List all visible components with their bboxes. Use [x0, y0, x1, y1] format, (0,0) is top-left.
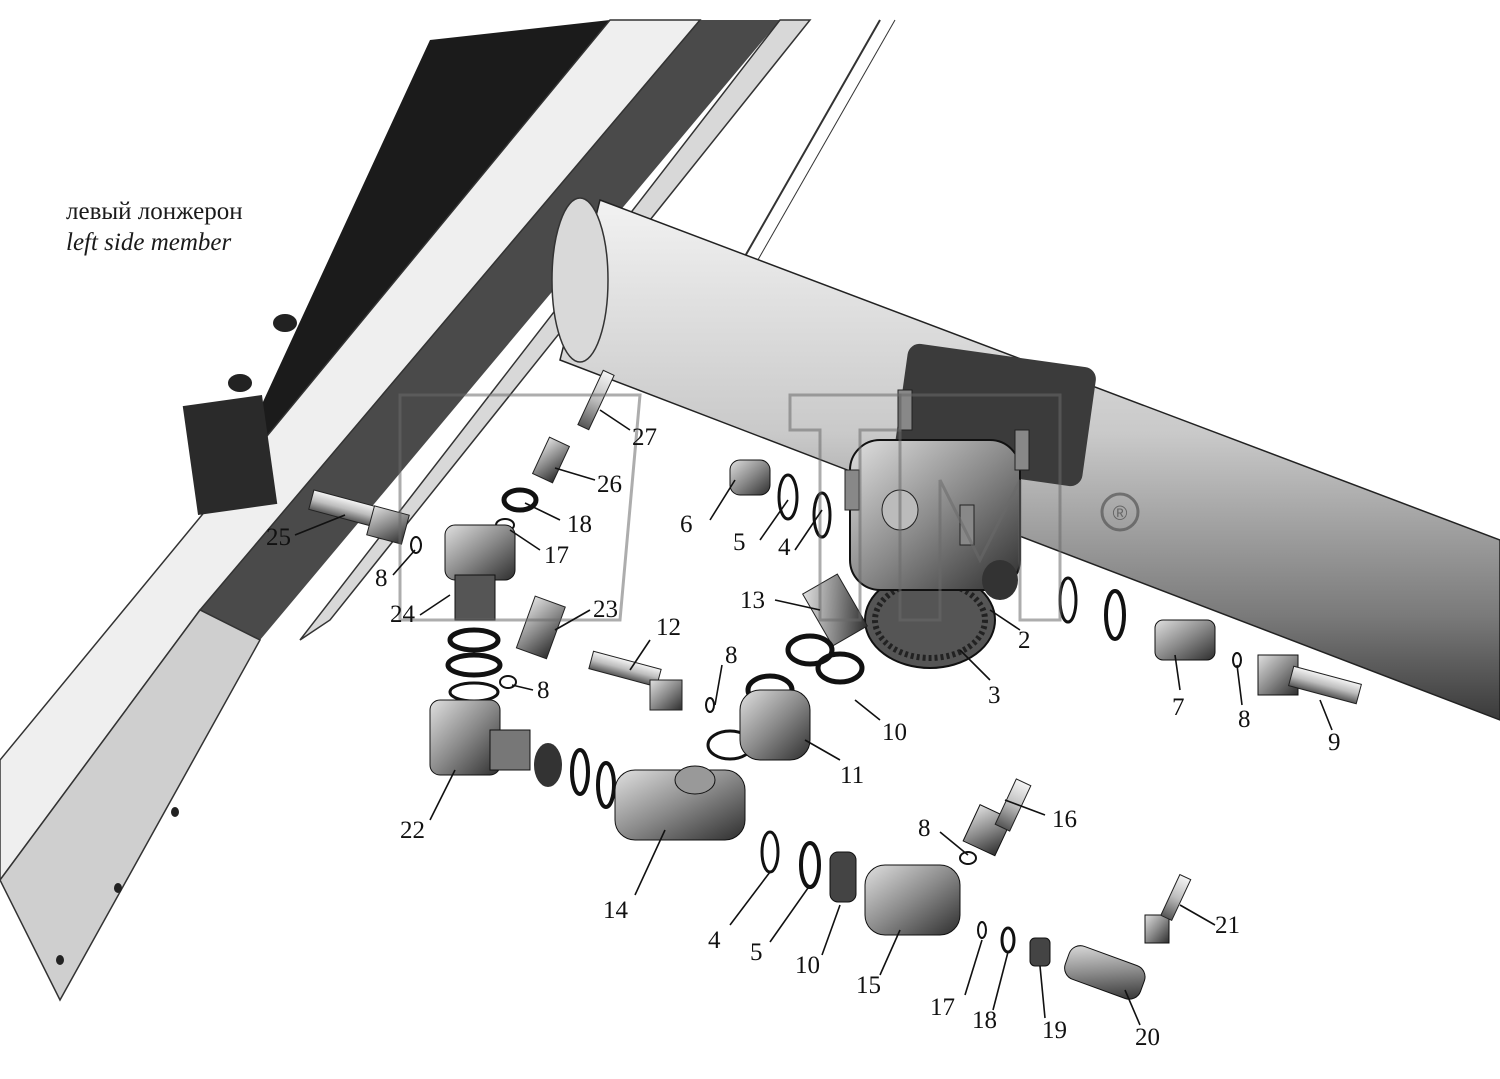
callout-4b: 4	[708, 927, 721, 954]
caption-ru: левый лонжерон	[66, 198, 243, 225]
callout-5b: 5	[750, 939, 763, 966]
callout-5: 5	[733, 529, 746, 556]
callout-17a: 17	[544, 542, 569, 569]
callout-17b: 17	[930, 994, 955, 1021]
callout-7: 7	[1172, 694, 1185, 721]
fittings	[308, 369, 1363, 1000]
callout-4: 4	[778, 534, 791, 561]
caption-en: left side member	[66, 229, 232, 256]
callout-8a: 8	[1238, 706, 1251, 733]
callout-10b: 10	[795, 952, 820, 979]
callout-13: 13	[740, 587, 765, 614]
callout-24: 24	[390, 601, 416, 628]
side-member-caption: левый лонжерон left side member	[66, 196, 243, 258]
registered-mark: ®	[1113, 503, 1128, 525]
callout-22: 22	[400, 817, 425, 844]
callout-20: 20	[1135, 1024, 1160, 1051]
callout-21: 21	[1215, 912, 1240, 939]
leader-lines	[294, 409, 1333, 1026]
callout-3: 3	[988, 682, 1001, 709]
callout-12: 12	[656, 614, 681, 641]
callout-16: 16	[1052, 806, 1077, 833]
callout-10a: 10	[882, 719, 907, 746]
callout-8e: 8	[918, 815, 931, 842]
watermark-logo: ®	[398, 393, 1140, 622]
callout-9: 9	[1328, 729, 1341, 756]
callout-25: 25	[266, 524, 291, 551]
callout-2: 2	[1018, 627, 1031, 654]
callout-8d: 8	[375, 565, 388, 592]
callout-6: 6	[680, 511, 693, 538]
callout-labels: 2 3 4 5 6 7 8 8 8 8 8 9 10 11 12 13 14 1…	[266, 424, 1341, 1051]
callout-18b: 18	[972, 1007, 997, 1034]
callout-8b: 8	[725, 642, 738, 669]
callout-14: 14	[603, 897, 629, 924]
callout-27: 27	[632, 424, 657, 451]
callout-15: 15	[856, 972, 881, 999]
callout-8c: 8	[537, 677, 550, 704]
left-side-member	[0, 19, 896, 1002]
callout-23: 23	[593, 596, 618, 623]
callout-18a: 18	[567, 511, 592, 538]
callout-26: 26	[597, 471, 622, 498]
callout-11: 11	[840, 762, 864, 789]
callout-19: 19	[1042, 1017, 1067, 1044]
